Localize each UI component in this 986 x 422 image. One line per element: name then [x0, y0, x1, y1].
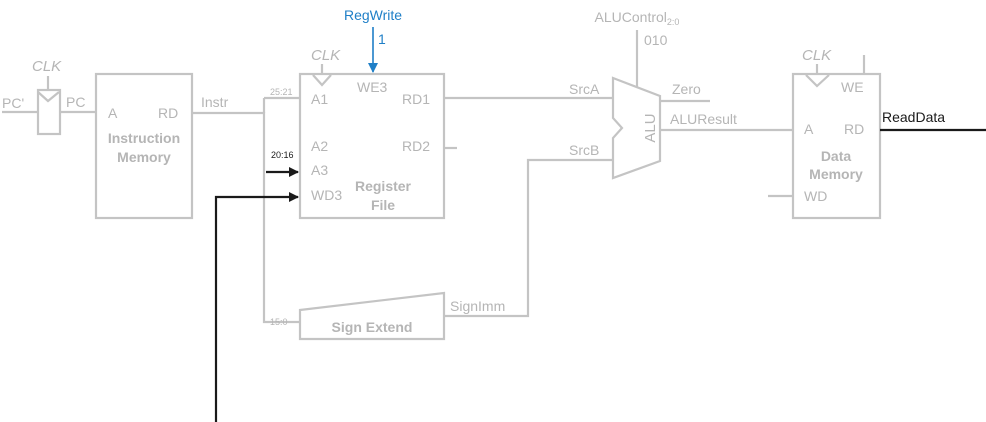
- rf-a1: A1: [311, 91, 328, 107]
- rf-name-line2: File: [371, 197, 395, 213]
- rf-rd2: RD2: [402, 138, 430, 154]
- imem-port-a: A: [108, 105, 118, 121]
- sign-extend: Sign Extend: [298, 291, 446, 341]
- alucontrol-value: 010: [644, 32, 668, 48]
- sign-extend-shape: [298, 291, 446, 341]
- regwrite-label: RegWrite: [344, 7, 402, 23]
- bits-15-0: 15:0: [270, 317, 288, 327]
- rf-name-line1: Register: [355, 178, 412, 194]
- regwrite-value: 1: [378, 31, 386, 47]
- pc-clk-label: CLK: [32, 58, 62, 75]
- register-file: CLK A1 WE3 RD1 A2 RD2 A3 WD3 Register Fi…: [298, 47, 457, 220]
- pc-label: PC: [66, 94, 85, 110]
- dmem-clk-label: CLK: [802, 47, 832, 64]
- alucontrol-text: ALUControl: [595, 9, 667, 25]
- zero-label: Zero: [672, 81, 701, 97]
- rf-rd1: RD1: [402, 91, 430, 107]
- dmem-name-line2: Memory: [809, 166, 863, 182]
- dmem-clock-triangle: [805, 74, 830, 88]
- pc-prime-label: PC': [2, 95, 24, 111]
- pc-clock-triangle: [37, 91, 60, 103]
- rf-a3: A3: [311, 162, 328, 178]
- rf-wd3: WD3: [311, 187, 342, 203]
- data-memory-box: [791, 72, 882, 220]
- pc-register-box: [36, 88, 62, 136]
- signimm-label: SignImm: [450, 298, 505, 314]
- rf-clock-triangle: [312, 74, 332, 87]
- dmem-we: WE: [841, 79, 864, 95]
- alu-shape: [611, 76, 662, 180]
- imem-name-line1: Instruction: [108, 130, 180, 146]
- rf-we3: WE3: [357, 79, 388, 95]
- instr-bus: [192, 111, 300, 324]
- aluresult-label: ALUResult: [670, 111, 737, 127]
- dmem-port-rd: RD: [844, 121, 864, 137]
- readdata-label: ReadData: [882, 109, 945, 125]
- alucontrol-subscript: 2:0: [667, 17, 680, 27]
- alu-label: ALU: [642, 113, 659, 142]
- data-memory: CLK WE A RD Data Memory WD: [768, 47, 882, 220]
- signimm-wire: [444, 158, 613, 318]
- register-file-box: [298, 72, 446, 220]
- pc-register: CLK PC' PC: [2, 58, 96, 136]
- rf-clk-label: CLK: [311, 47, 341, 64]
- bits-20-16: 20:16: [271, 150, 294, 160]
- instruction-memory-box: [94, 72, 194, 220]
- instruction-memory: A RD Instruction Memory: [94, 72, 194, 220]
- imem-name-line2: Memory: [117, 149, 171, 165]
- alu: ALU: [611, 76, 662, 180]
- result-to-wd3-wire: [214, 192, 299, 422]
- instr-label: Instr: [201, 94, 229, 110]
- srca-label: SrcA: [569, 81, 600, 97]
- rf-a2: A2: [311, 138, 328, 154]
- dmem-name-line1: Data: [821, 148, 852, 164]
- dmem-port-a: A: [804, 121, 814, 137]
- bits-25-21: 25:21: [270, 87, 293, 97]
- dmem-port-wd: WD: [804, 188, 827, 204]
- srcb-label: SrcB: [569, 142, 599, 158]
- alucontrol-label: ALUControl2:0: [595, 9, 680, 27]
- sign-extend-label: Sign Extend: [332, 319, 413, 335]
- imem-port-rd: RD: [158, 105, 178, 121]
